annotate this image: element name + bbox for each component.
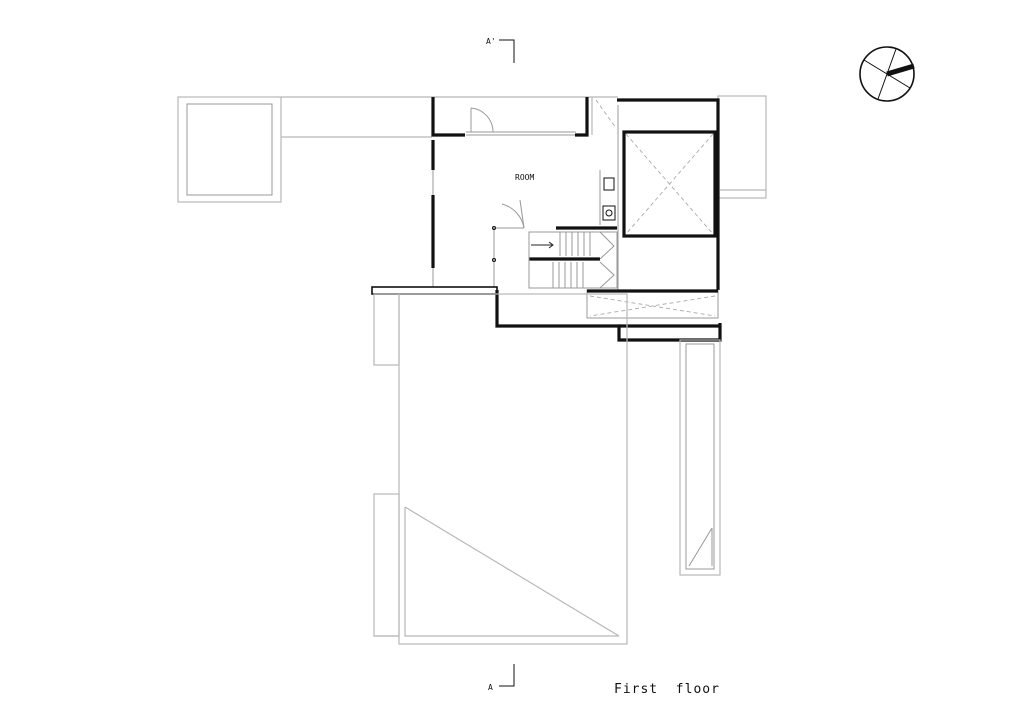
right-balcony [717, 95, 767, 199]
void-block [595, 98, 720, 290]
room-label: ROOM [515, 173, 534, 182]
top-door [470, 107, 494, 133]
floor-title: First floor [614, 682, 720, 697]
staircase [528, 226, 618, 289]
lower-void-band [586, 289, 719, 319]
north-arrow-icon [859, 46, 915, 102]
counter-fixtures [599, 170, 616, 225]
room-walls [431, 97, 589, 290]
slab-edge [371, 286, 722, 342]
right-strip [679, 339, 721, 576]
section-marker-bottom-label: A [488, 683, 493, 692]
section-marker-top-label: A' [486, 37, 496, 46]
upper-corridor [432, 96, 618, 136]
section-marker-top: A' [486, 37, 515, 63]
stair-door [492, 199, 525, 288]
section-marker-bottom: A [488, 664, 515, 692]
left-terrace [177, 96, 432, 203]
lower-roof [373, 293, 628, 645]
